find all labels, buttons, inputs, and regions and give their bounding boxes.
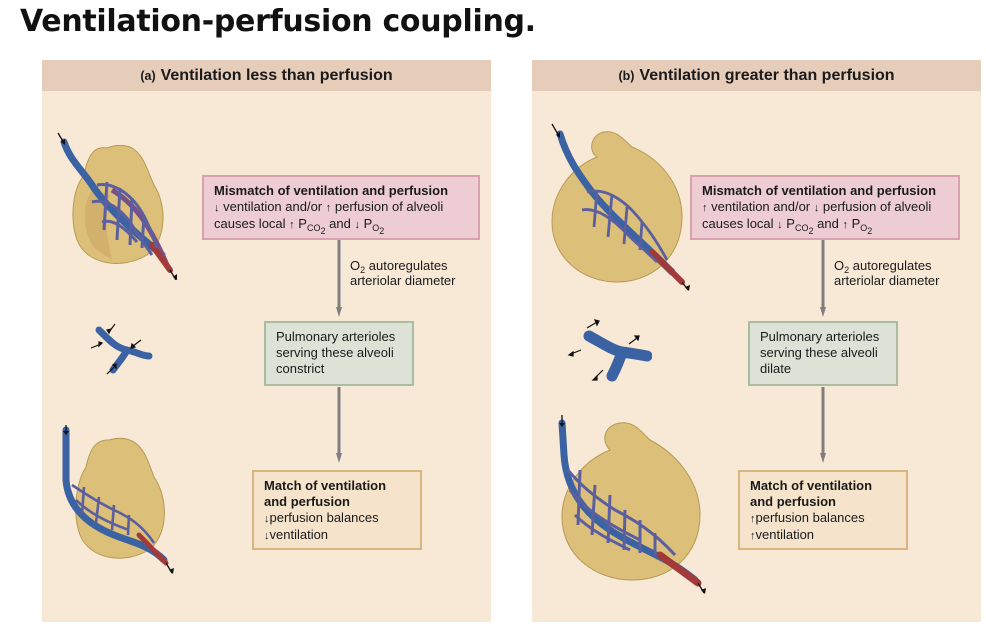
up-arrow-icon: ↑ xyxy=(702,202,708,214)
panel-a-flow-arrows xyxy=(336,240,342,463)
alveolus-top-icon xyxy=(551,123,690,291)
panel-a-header: (a) Ventilation less than perfusion xyxy=(42,60,491,91)
panel-b-title: Ventilation greater than perfusion xyxy=(639,66,895,84)
up-arrow-icon: ↑ xyxy=(750,513,756,525)
arteriole-response-box: Pulmonary arterioles serving these alveo… xyxy=(264,321,414,386)
panel-a-title: Ventilation less than perfusion xyxy=(160,66,393,84)
page-title: Ventilation-perfusion coupling. xyxy=(20,4,536,39)
panel-ventilation-greater: (b) Ventilation greater than perfusion xyxy=(532,60,981,622)
arteriole-constrict-icon xyxy=(90,323,153,375)
alveolus-top-icon xyxy=(57,132,177,280)
mismatch-box: Mismatch of ventilation and perfusion ↓ … xyxy=(202,175,480,240)
up-arrow-icon: ↑ xyxy=(842,219,848,231)
down-arrow-icon: ↓ xyxy=(354,219,360,231)
o2-autoregulates-note: O2 autoregulates arteriolar diameter xyxy=(834,258,940,288)
panel-a-label: (a) xyxy=(140,68,156,83)
mismatch-line2: causes local ↓ PCO2 and ↑ PO2 xyxy=(702,216,873,236)
mismatch-line1: ↑ ventilation and/or ↓ perfusion of alve… xyxy=(702,199,932,214)
match-box: Match of ventilation and perfusion ↓perf… xyxy=(252,470,422,550)
o2-autoregulates-note: O2 autoregulates arteriolar diameter xyxy=(350,258,456,288)
up-arrow-icon: ↑ xyxy=(325,202,332,214)
match-box: Match of ventilation and perfusion ↑perf… xyxy=(738,470,908,550)
mismatch-heading: Mismatch of ventilation and perfusion xyxy=(214,183,449,198)
down-arrow-icon: ↓ xyxy=(777,219,783,231)
mismatch-line1: ↓ ventilation and/or ↑ perfusion of alve… xyxy=(214,199,444,214)
alveolus-bottom-icon xyxy=(558,415,706,594)
alveolus-bottom-icon xyxy=(62,425,174,574)
mismatch-box: Mismatch of ventilation and perfusion ↑ … xyxy=(690,175,960,240)
down-arrow-icon: ↓ xyxy=(264,513,270,525)
arteriole-dilate-icon xyxy=(567,319,652,382)
panel-b-flow-arrows xyxy=(820,240,826,463)
mismatch-line2: causes local ↑ PCO2 and ↓ PO2 xyxy=(214,216,385,236)
up-arrow-icon: ↑ xyxy=(750,530,756,542)
panel-ventilation-less: (a) Ventilation less than perfusion xyxy=(42,60,491,622)
panel-b-label: (b) xyxy=(618,68,635,83)
down-arrow-icon: ↓ xyxy=(214,202,220,214)
down-arrow-icon: ↓ xyxy=(264,530,270,542)
arteriole-response-box: Pulmonary arterioles serving these alveo… xyxy=(748,321,898,386)
mismatch-heading: Mismatch of ventilation and perfusion xyxy=(702,183,937,198)
down-arrow-icon: ↓ xyxy=(813,202,820,214)
up-arrow-icon: ↑ xyxy=(289,219,295,231)
panel-b-header: (b) Ventilation greater than perfusion xyxy=(532,60,981,91)
